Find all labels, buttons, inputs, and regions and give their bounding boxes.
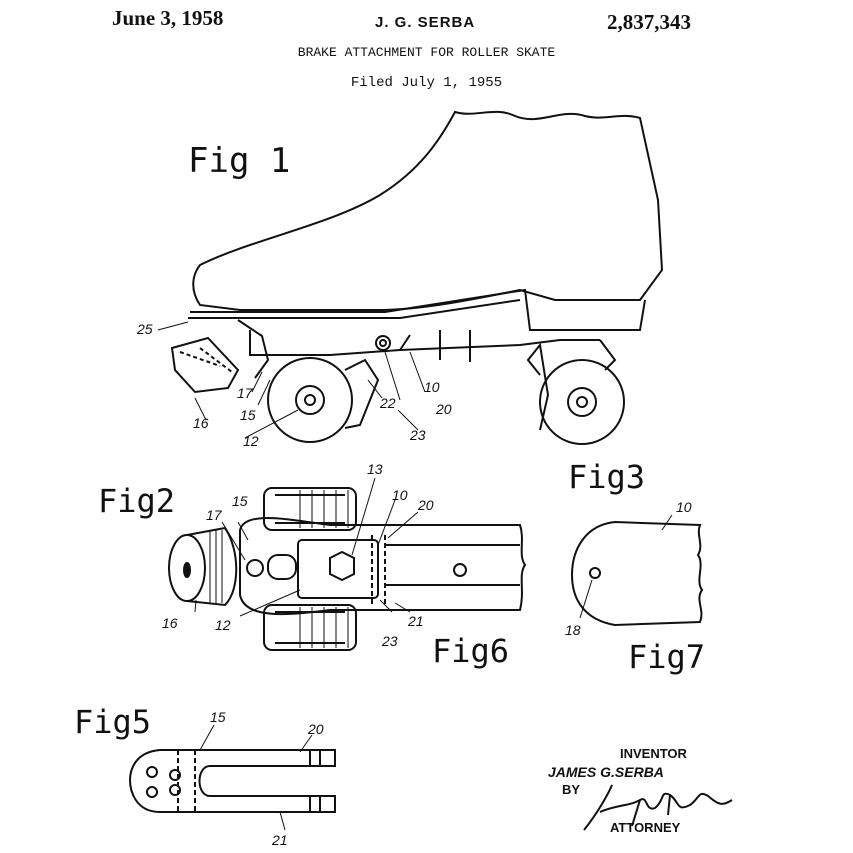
figure-2-top-view [168, 477, 527, 651]
clamp-block [297, 539, 379, 599]
fork-outline [128, 749, 336, 813]
base-plate [239, 517, 527, 616]
ref-15: 15 [210, 709, 226, 725]
patent-title: BRAKE ATTACHMENT FOR ROLLER SKATE [297, 45, 556, 60]
ref-18: 18 [565, 622, 581, 638]
patent-date: June 3, 1958 [112, 6, 224, 30]
rear-wheel [526, 339, 625, 445]
ref-23: 23 [409, 427, 426, 443]
filed-date: Filed July 1, 1955 [350, 75, 503, 91]
ref-25: 25 [136, 321, 153, 337]
patent-number: 2,837,343 [607, 10, 691, 34]
figure-3-plate-end [570, 514, 704, 627]
boot-outline [192, 110, 664, 311]
ref-13: 13 [367, 461, 383, 477]
fig1-label: Fig 1 [188, 141, 290, 181]
ref-17: 17 [237, 385, 254, 401]
truck-frame [249, 330, 600, 356]
plate-end-outline [570, 520, 704, 627]
ref-17: 17 [206, 507, 223, 523]
ref-20: 20 [435, 401, 452, 417]
fig5-label: Fig5 [74, 703, 151, 741]
attorney-label: ATTORNEY [610, 820, 681, 835]
ref-12: 12 [243, 433, 259, 449]
ref-10: 10 [424, 379, 440, 395]
plate-hole [589, 567, 601, 579]
brake-block [170, 336, 240, 394]
pivot-bolt [375, 335, 391, 351]
ref-23: 23 [381, 633, 398, 649]
ref-10: 10 [676, 499, 692, 515]
attorney-signature [583, 784, 733, 831]
ref-16: 16 [162, 615, 178, 631]
ref-22: 22 [379, 395, 396, 411]
sole-plate [190, 288, 646, 331]
inventor-label: INVENTOR [620, 746, 687, 761]
figure-1-skate-side-view [157, 110, 664, 445]
inventor-short-name: J. G. SERBA [375, 14, 476, 31]
ref-15: 15 [240, 407, 256, 423]
fig3-label: Fig3 [568, 458, 645, 496]
ref-21: 21 [271, 832, 288, 848]
ref-20: 20 [307, 721, 324, 737]
figure-5-fork [128, 724, 336, 831]
upper-roller [263, 487, 357, 531]
ref-21: 21 [407, 613, 424, 629]
ref-20: 20 [417, 497, 434, 513]
ref-12: 12 [215, 617, 231, 633]
hex-bolt [329, 550, 355, 582]
inventor-name: JAMES G.SERBA [548, 764, 664, 780]
fig2-label: Fig2 [98, 482, 175, 520]
by-label: BY [562, 782, 581, 797]
reference-numerals: 25 17 16 15 12 22 10 20 23 15 17 13 10 2… [136, 321, 692, 848]
fig6-label: Fig6 [432, 632, 509, 670]
lower-roller [263, 604, 357, 651]
figure-labels: Fig 1 Fig2 Fig3 Fig5 Fig6 Fig7 [74, 141, 705, 741]
brake-cylinder [168, 526, 238, 607]
ref-10: 10 [392, 487, 408, 503]
front-wheel [267, 357, 380, 443]
ref-16: 16 [193, 415, 209, 431]
pivot-pin [246, 559, 264, 577]
fig7-label: Fig7 [628, 638, 705, 676]
ref-15: 15 [232, 493, 248, 509]
